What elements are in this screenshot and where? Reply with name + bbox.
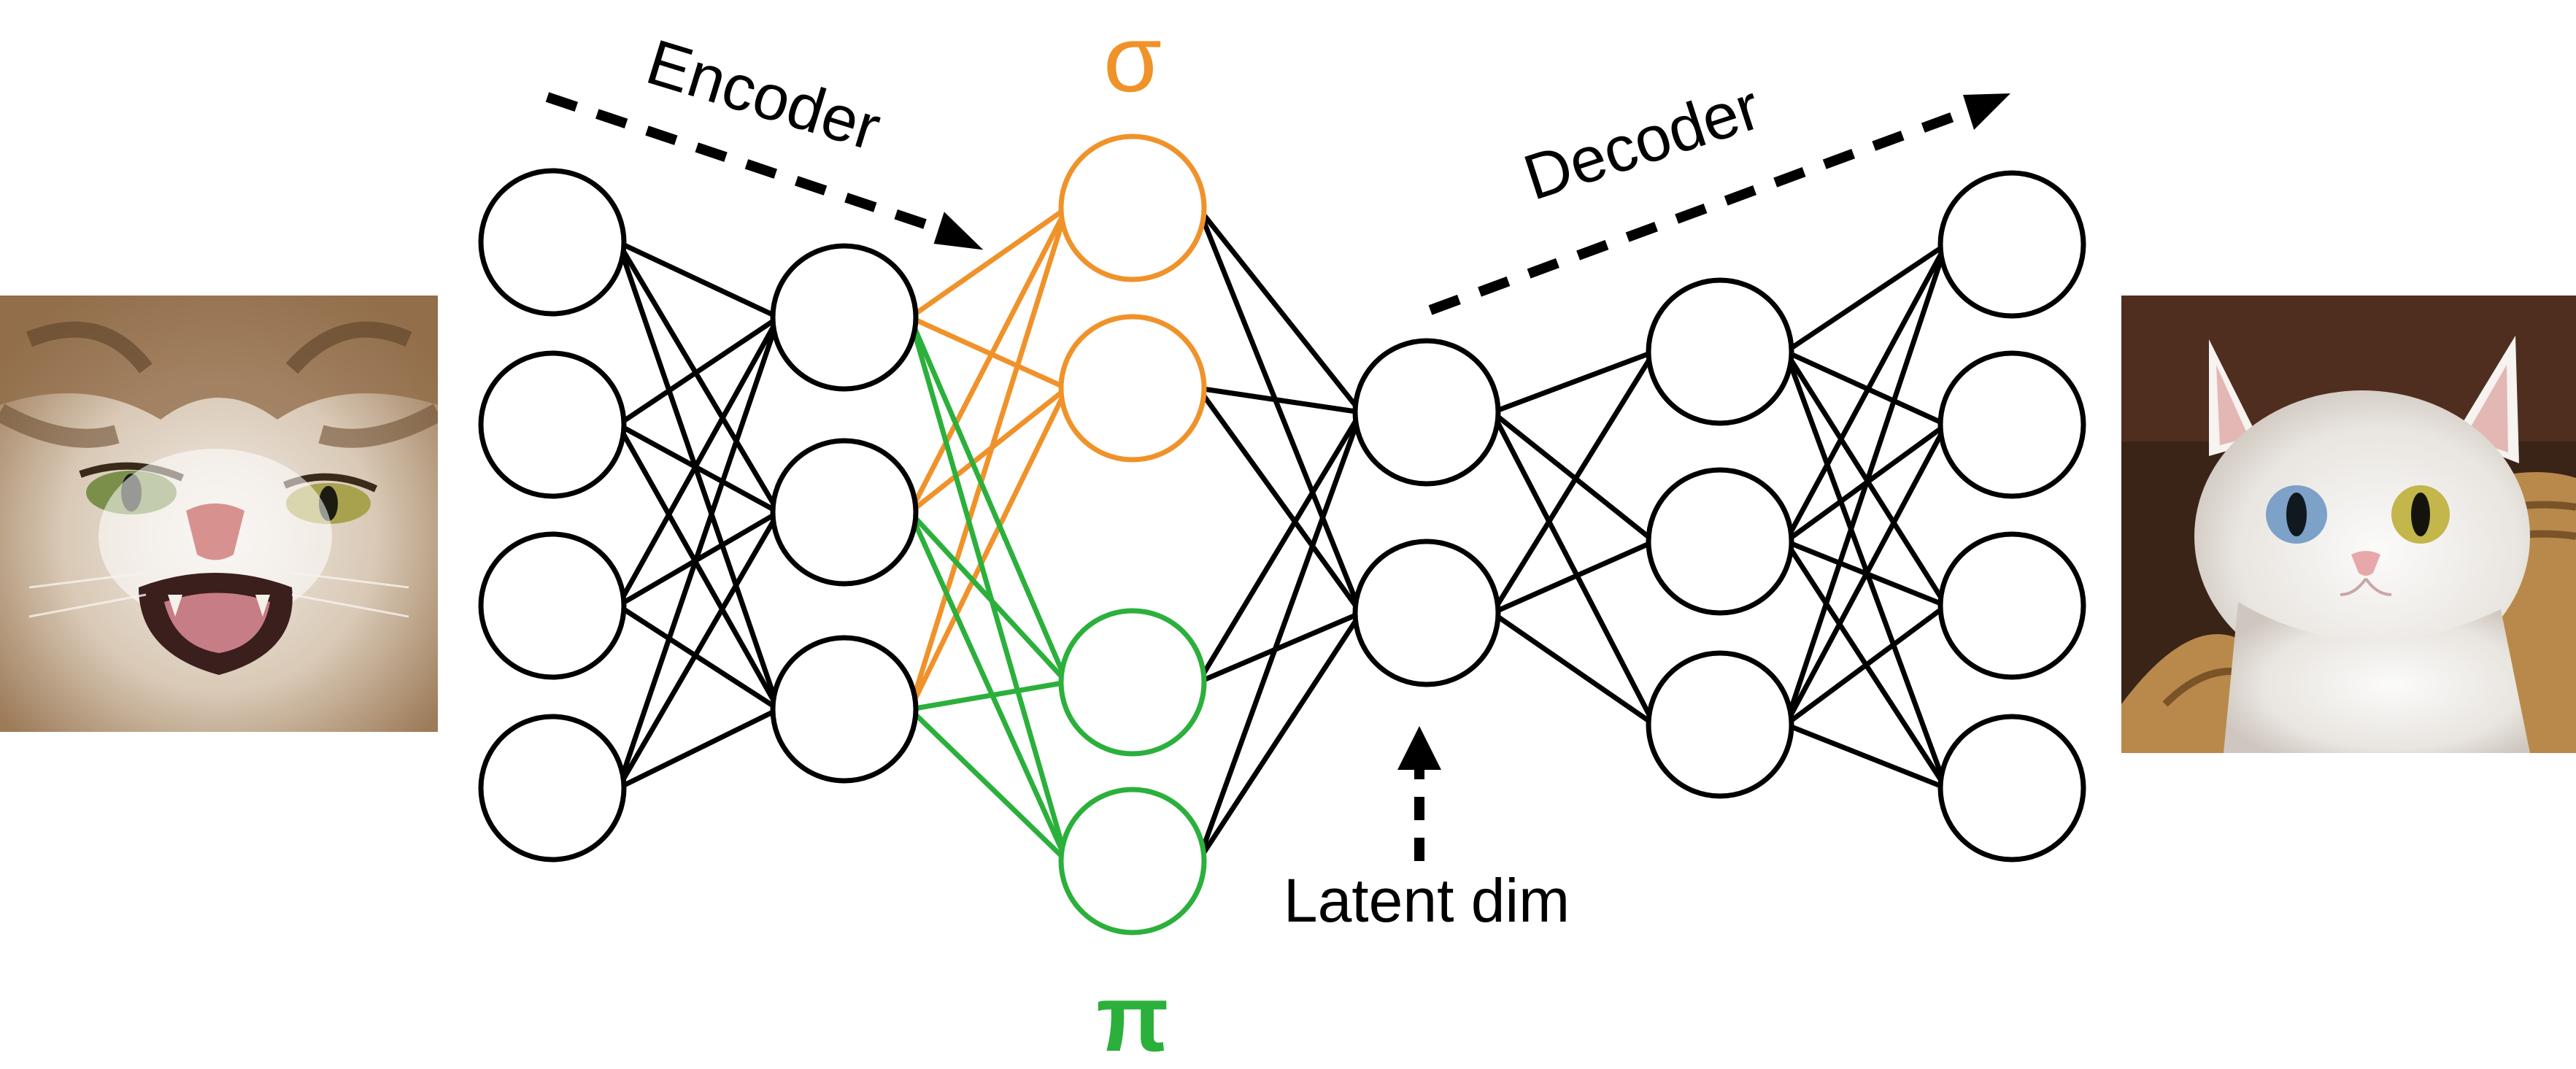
- edge-encoder-hidden-1-to-pi-2: [907, 314, 1070, 864]
- decoder-arrowhead: [1963, 93, 2010, 130]
- edge-sigma-1-to-latent-1: [1195, 205, 1364, 415]
- edge-encoder-input-4-to-encoder-hidden-3: [615, 706, 782, 791]
- edge-encoder-input-1-to-encoder-hidden-3: [615, 239, 782, 712]
- encoder-arrow: [545, 92, 951, 237]
- edge-sigma-2-to-latent-1: [1195, 385, 1364, 415]
- edge-latent-1-to-decoder-hidden-2: [1489, 409, 1657, 544]
- node-encoder-hidden-1: [770, 243, 919, 392]
- edge-encoder-input-4-to-encoder-hidden-2: [615, 509, 782, 791]
- edge-encoder-hidden-3-to-pi-1: [907, 679, 1070, 712]
- edge-encoder-input-1-to-encoder-hidden-2: [615, 239, 782, 515]
- edge-decoder-hidden-2-to-decoder-output-1: [1783, 242, 1949, 544]
- node-encoder-hidden-3: [770, 635, 919, 784]
- encoder-arrowhead: [933, 212, 984, 250]
- node-decoder-hidden-1: [1646, 277, 1794, 426]
- node-latent-1: [1352, 338, 1501, 487]
- edge-encoder-hidden-1-to-sigma-1: [907, 205, 1070, 320]
- output-cat-image: [2121, 296, 2576, 753]
- latent-arrowhead: [1397, 726, 1441, 770]
- node-encoder-hidden-2: [770, 438, 919, 587]
- node-encoder-input-1: [478, 168, 627, 317]
- edge-encoder-input-2-to-encoder-hidden-1: [615, 314, 782, 428]
- edge-pi-2-to-latent-2: [1195, 610, 1364, 864]
- edge-sigma-1-to-latent-2: [1195, 205, 1364, 616]
- edge-decoder-hidden-3-to-decoder-output-1: [1783, 242, 1949, 728]
- edge-pi-1-to-latent-1: [1195, 409, 1364, 685]
- edge-latent-2-to-decoder-hidden-2: [1489, 539, 1657, 616]
- edge-sigma-2-to-latent-2: [1195, 385, 1364, 616]
- node-decoder-output-4: [1937, 714, 2086, 862]
- edge-encoder-hidden-1-to-pi-1: [907, 314, 1070, 685]
- node-decoder-hidden-2: [1646, 467, 1794, 616]
- edge-latent-1-to-decoder-hidden-1: [1489, 349, 1657, 415]
- edge-decoder-hidden-3-to-decoder-output-4: [1783, 722, 1949, 791]
- node-decoder-hidden-3: [1646, 650, 1794, 799]
- node-pi-1: [1058, 608, 1207, 757]
- edge-encoder-input-1-to-encoder-hidden-1: [615, 239, 782, 320]
- node-decoder-output-2: [1937, 350, 2086, 499]
- node-encoder-input-4: [478, 714, 627, 862]
- decoder-label: Decoder: [1515, 70, 1768, 214]
- node-sigma-1: [1058, 134, 1207, 282]
- edge-encoder-input-4-to-encoder-hidden-1: [615, 314, 782, 791]
- edge-latent-2-to-decoder-hidden-1: [1489, 349, 1657, 616]
- node-encoder-input-2: [478, 350, 627, 499]
- node-decoder-output-3: [1937, 531, 2086, 680]
- node-decoder-output-1: [1937, 170, 2086, 319]
- edge-latent-2-to-decoder-hidden-3: [1489, 610, 1657, 728]
- edge-pi-2-to-latent-1: [1195, 409, 1364, 864]
- edge-encoder-hidden-2-to-pi-2: [907, 509, 1070, 864]
- network-nodes: [478, 134, 2086, 935]
- edge-encoder-input-2-to-encoder-hidden-3: [615, 422, 782, 712]
- encoder-label: Encoder: [639, 25, 888, 164]
- node-pi-2: [1058, 787, 1207, 935]
- sigma-label: σ: [1103, 5, 1162, 112]
- edge-latent-1-to-decoder-hidden-3: [1489, 409, 1657, 728]
- node-latent-2: [1352, 539, 1501, 687]
- edge-encoder-input-2-to-encoder-hidden-2: [615, 422, 782, 515]
- pi-label: π: [1096, 965, 1169, 1069]
- edge-encoder-hidden-3-to-sigma-2: [907, 385, 1070, 712]
- edge-encoder-hidden-2-to-sigma-1: [907, 205, 1070, 515]
- decoder-arrow: [1428, 108, 1965, 315]
- edge-encoder-hidden-3-to-sigma-1: [907, 205, 1070, 712]
- node-sigma-2: [1058, 314, 1207, 463]
- edge-encoder-hidden-1-to-sigma-2: [907, 314, 1070, 391]
- latent-dim-label: Latent dim: [1284, 866, 1570, 935]
- node-encoder-input-3: [478, 531, 627, 680]
- edge-encoder-hidden-2-to-pi-1: [907, 509, 1070, 685]
- edge-pi-1-to-latent-2: [1195, 610, 1364, 685]
- network-connections: [615, 205, 1949, 864]
- input-cat-image: [0, 296, 438, 732]
- edge-decoder-hidden-1-to-decoder-output-1: [1783, 242, 1949, 355]
- edge-decoder-hidden-3-to-decoder-output-3: [1783, 603, 1949, 728]
- edge-encoder-input-3-to-encoder-hidden-3: [615, 603, 782, 712]
- edge-decoder-hidden-3-to-decoder-output-2: [1783, 422, 1949, 728]
- edge-encoder-input-3-to-encoder-hidden-1: [615, 314, 782, 609]
- edge-encoder-hidden-3-to-pi-2: [907, 706, 1070, 864]
